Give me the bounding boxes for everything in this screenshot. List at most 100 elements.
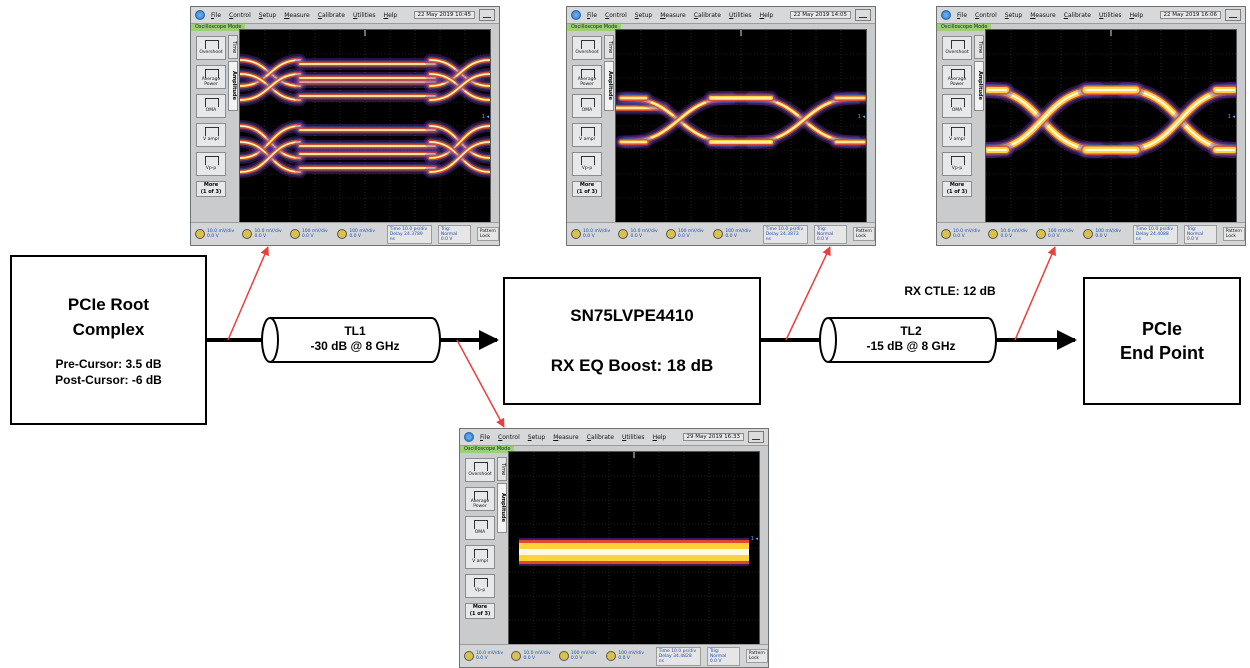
vp-p-button[interactable]: Vp-p [465, 574, 495, 598]
vp-p-button[interactable]: Vp-p [942, 152, 972, 176]
menu-file[interactable]: File [957, 11, 968, 19]
overshoot-button[interactable]: Overshoot [465, 458, 495, 482]
end-point-block: PCIe End Point [1083, 277, 1241, 405]
menu-utilities[interactable]: Utilities [1098, 11, 1122, 19]
menu-setup[interactable]: Setup [634, 11, 653, 19]
menu-control[interactable]: Control [229, 11, 251, 19]
vp-p-button[interactable]: Vp-p [196, 152, 226, 176]
delay-value: Delay 24.4088 ns [1135, 231, 1169, 242]
menu-help[interactable]: Help [759, 11, 774, 19]
menu-calibrate[interactable]: Calibrate [693, 11, 721, 19]
scope-display: 1 ◂ [508, 451, 760, 645]
menu-setup[interactable]: Setup [527, 433, 546, 441]
menu-file[interactable]: File [480, 433, 491, 441]
minimize-button[interactable] [855, 9, 871, 21]
lock-label: Lock [855, 234, 867, 239]
trigger-mode: Trig: Normal [709, 648, 727, 659]
menu-help[interactable]: Help [1129, 11, 1144, 19]
oma-button[interactable]: OMA [196, 94, 226, 118]
menu-help[interactable]: Help [652, 433, 667, 441]
menu-control[interactable]: Control [975, 11, 997, 19]
average-power-button[interactable]: Average Power [196, 65, 226, 89]
menu-measure[interactable]: Measure [553, 433, 579, 441]
v-ampl-button[interactable]: V ampl [196, 123, 226, 147]
menu-calibrate[interactable]: Calibrate [586, 433, 614, 441]
average-power-button[interactable]: Average Power [465, 487, 495, 511]
menu-utilities[interactable]: Utilities [728, 11, 752, 19]
overshoot-button[interactable]: Overshoot [196, 36, 226, 60]
overshoot-button[interactable]: Overshoot [572, 36, 602, 60]
channel-knob-icon [511, 651, 522, 661]
oma-button[interactable]: OMA [572, 94, 602, 118]
minimize-button[interactable] [479, 9, 495, 21]
average-power-button[interactable]: Average Power [572, 65, 602, 89]
more-button[interactable]: More (1 of 3) [465, 603, 495, 619]
tab-amplitude[interactable]: Amplitude [974, 61, 984, 111]
v-ampl-button[interactable]: V ampl [572, 123, 602, 147]
tab-amplitude[interactable]: Amplitude [497, 483, 507, 533]
v-ampl-button[interactable]: V ampl [465, 545, 495, 569]
oma-button[interactable]: OMA [465, 516, 495, 540]
more-button[interactable]: More (1 of 3) [196, 181, 226, 197]
menu-calibrate[interactable]: Calibrate [1063, 11, 1091, 19]
tab-time[interactable]: Time [604, 35, 614, 59]
eye-trace [424, 136, 490, 178]
average-power-button[interactable]: Average Power [942, 65, 972, 89]
tab-time[interactable]: Time [228, 35, 238, 59]
menu-measure[interactable]: Measure [284, 11, 310, 19]
menu-measure[interactable]: Measure [1030, 11, 1056, 19]
menu-help[interactable]: Help [383, 11, 398, 19]
channel-knob-icon [1083, 229, 1094, 239]
tab-amplitude[interactable]: Amplitude [604, 61, 614, 111]
menu-measure[interactable]: Measure [660, 11, 686, 19]
menu-utilities[interactable]: Utilities [621, 433, 645, 441]
menu-setup[interactable]: Setup [1004, 11, 1023, 19]
menu-control[interactable]: Control [498, 433, 520, 441]
menu-control[interactable]: Control [605, 11, 627, 19]
menu-utilities[interactable]: Utilities [352, 11, 376, 19]
oma-button[interactable]: OMA [942, 94, 972, 118]
menu-file[interactable]: File [587, 11, 598, 19]
overshoot-button[interactable]: Overshoot [942, 36, 972, 60]
menu-file[interactable]: File [211, 11, 222, 19]
v-ampl-button[interactable]: V ampl [942, 123, 972, 147]
more-button[interactable]: More (1 of 3) [572, 181, 602, 197]
menu-setup[interactable]: Setup [258, 11, 277, 19]
tab-amplitude[interactable]: Amplitude [228, 61, 238, 111]
tab-time[interactable]: Time [497, 457, 507, 481]
menu-calibrate[interactable]: Calibrate [317, 11, 345, 19]
tab-time[interactable]: Time [974, 35, 984, 59]
minimize-button[interactable] [748, 431, 764, 443]
vp-p-button[interactable]: Vp-p [572, 152, 602, 176]
more-button[interactable]: More (1 of 3) [942, 181, 972, 197]
minimize-button[interactable] [1225, 9, 1241, 21]
